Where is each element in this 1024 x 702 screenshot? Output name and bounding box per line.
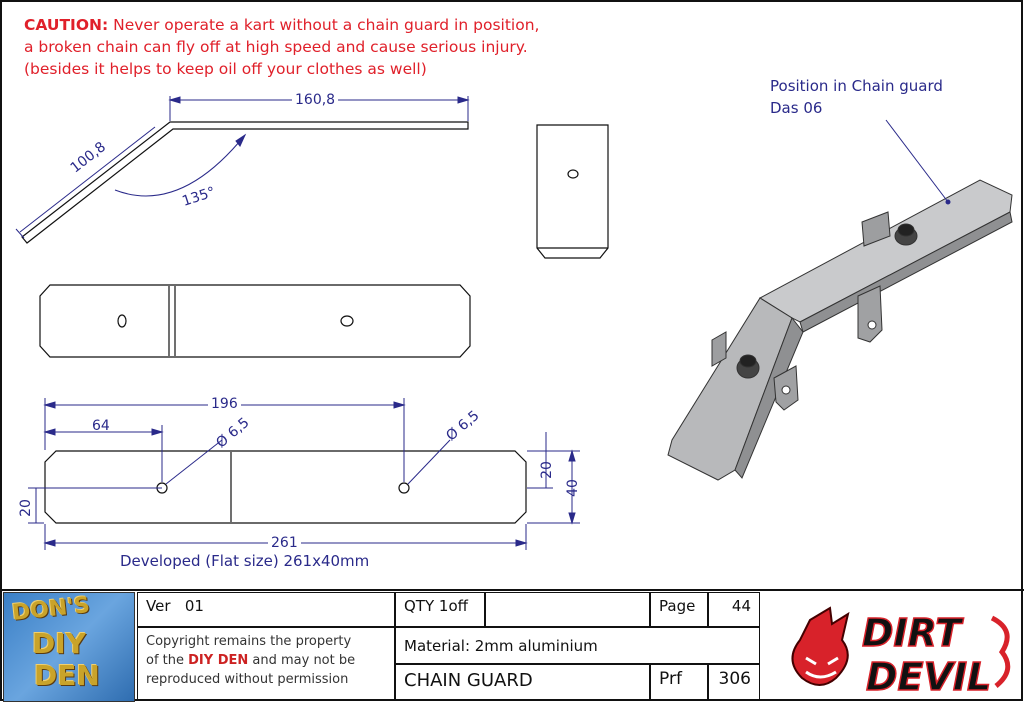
top-view [39, 284, 471, 358]
dons-diy-den-logo: DON'S DIY DEN [3, 592, 135, 702]
part-name-cell: CHAIN GUARD [395, 664, 650, 700]
version-value: 01 [184, 597, 204, 615]
devil-eyes-icon [805, 656, 839, 666]
position-leader [885, 119, 951, 205]
devil-mouth-icon [805, 670, 837, 679]
dim-total-length: 261 [268, 535, 301, 551]
logo-dirt-word: DIRT [862, 611, 964, 655]
copyright-line-2a: of the [146, 653, 189, 668]
caution-prefix: CAUTION: [24, 16, 109, 34]
dim-half-width: 20 [538, 461, 555, 479]
page-value-cell: 44 [708, 592, 760, 627]
dim-hole-span: 196 [208, 396, 241, 412]
devil-head-icon [791, 606, 850, 686]
qty-value: QTY 1off [404, 597, 468, 615]
prf-value: 306 [718, 669, 751, 689]
side-view [21, 121, 469, 244]
flat-view [44, 450, 527, 524]
logo-den-word: DEN [34, 659, 100, 692]
version-cell: Ver 01 [137, 592, 395, 627]
end-view [536, 124, 609, 259]
position-label-line-1: Position in Chain guard [770, 77, 943, 95]
dim-left-height: 20 [17, 499, 34, 517]
copyright-line-2c: and may not be [248, 653, 356, 668]
dirt-devil-logo: DIRT DEVIL [791, 606, 1011, 700]
prf-label: Prf [659, 669, 682, 689]
copyright-cell: Copyright remains the property of the DI… [137, 627, 395, 700]
qty-cell: QTY 1off [395, 592, 485, 627]
blank-cell [485, 592, 650, 627]
page-value: 44 [731, 597, 751, 615]
position-label-line-2: Das 06 [770, 99, 823, 117]
page-label-cell: Page [650, 592, 708, 627]
part-name: CHAIN GUARD [404, 670, 533, 691]
copyright-diy-den: DIY DEN [188, 653, 249, 668]
prf-label-cell: Prf [650, 664, 708, 700]
material-value: Material: 2mm aluminium [404, 637, 598, 655]
version-label: Ver [146, 597, 171, 615]
dim-hole-offset: 64 [92, 418, 110, 434]
dim-width: 40 [564, 479, 581, 497]
logo-devil-word: DEVIL [866, 655, 991, 699]
page-label: Page [659, 597, 696, 615]
copyright-line-1: Copyright remains the property [146, 634, 352, 649]
caution-line-1: Never operate a kart without a chain gua… [108, 16, 540, 34]
logo-diy-word: DIY [32, 627, 86, 660]
dim-top-length: 160,8 [292, 92, 339, 108]
isometric-view [667, 179, 1013, 481]
devil-tail-icon [990, 615, 1011, 688]
caution-line-3: (besides it helps to keep oil off your c… [24, 60, 427, 78]
caution-line-2: a broken chain can fly off at high speed… [24, 38, 528, 56]
material-cell: Material: 2mm aluminium [395, 627, 760, 664]
copyright-line-3: reproduced without permission [146, 672, 349, 687]
developed-label: Developed (Flat size) 261x40mm [120, 552, 370, 570]
position-label: Position in Chain guard Das 06 [770, 75, 943, 119]
prf-value-cell: 306 [708, 664, 760, 700]
caution-note: CAUTION: Never operate a kart without a … [24, 14, 539, 80]
logo-dons-word: DON'S [10, 592, 92, 627]
